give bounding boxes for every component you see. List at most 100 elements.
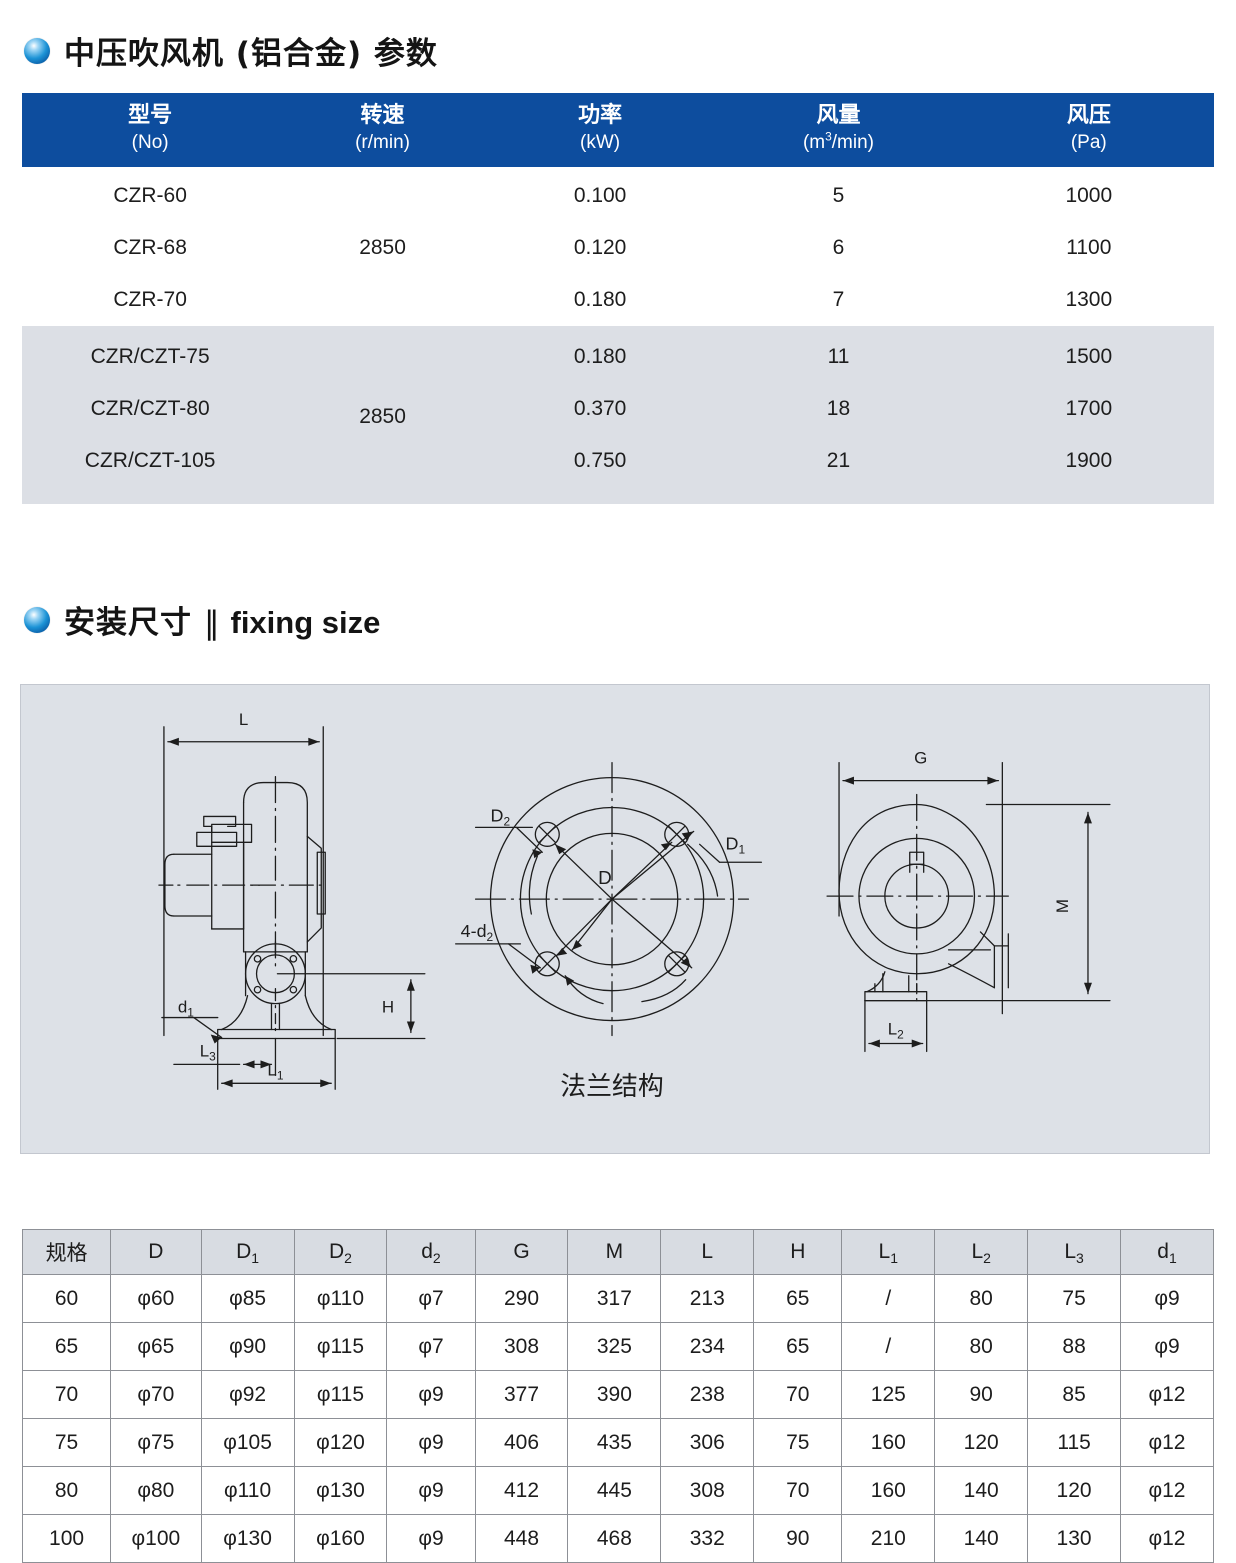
cell-pressure: 1900: [963, 434, 1214, 504]
cell-pressure: 1500: [963, 325, 1214, 383]
cell-pressure: 1300: [963, 273, 1214, 326]
dim-cell-5: 308: [474, 1322, 569, 1371]
dim-cell-1: φ65: [110, 1322, 202, 1371]
dim-cell-4: φ9: [386, 1370, 476, 1419]
cell-power: 0.750: [486, 434, 714, 504]
fixing-section-title-cn: 安装尺寸: [64, 605, 192, 641]
dim-col-header-7: L: [660, 1229, 755, 1275]
dim-col-header-4: d2: [386, 1229, 476, 1275]
spec-col-pressure-cn: 风压: [1066, 103, 1111, 128]
spec-col-speed-cn: 转速: [360, 103, 405, 128]
drawing-front-view: G: [826, 749, 1111, 1053]
dim-cell-9: 160: [841, 1466, 936, 1515]
cell-pressure: 1100: [963, 221, 1214, 274]
dim-col-header-11: L3: [1027, 1229, 1122, 1275]
dim-cell-6: 325: [567, 1322, 662, 1371]
dim-cell-3: φ115: [293, 1370, 388, 1419]
spec-col-power-cn: 功率: [578, 103, 623, 128]
dim-cell-8: 70: [753, 1466, 843, 1515]
dim-cell-10: 120: [934, 1418, 1029, 1467]
cell-model: CZR/CZT-80: [22, 382, 279, 435]
dim-label-L1: L1: [267, 1060, 283, 1082]
dim-label-L3: L3: [200, 1041, 216, 1063]
dim-col-header-10: L2: [934, 1229, 1029, 1275]
cell-power: 0.180: [486, 325, 714, 383]
dim-label-G: G: [914, 749, 927, 768]
dim-cell-2: φ105: [200, 1418, 295, 1467]
dim-cell-1: φ100: [110, 1514, 202, 1563]
dim-cell-8: 75: [753, 1418, 843, 1467]
spec-col-model: 型号 (No): [22, 93, 279, 167]
spec-section-heading: 中压吹风机 (铝合金) 参数: [24, 28, 438, 73]
cell-model: CZR/CZT-75: [22, 325, 279, 383]
flange-caption: 法兰结构: [560, 1072, 664, 1102]
dim-cell-8: 70: [753, 1370, 843, 1419]
dim-label-D1: D1: [726, 833, 746, 856]
dim-cell-12: φ12: [1120, 1466, 1214, 1515]
dim-cell-7: 308: [660, 1466, 755, 1515]
cell-airflow: 18: [713, 382, 964, 435]
subscript: 2: [983, 1250, 991, 1267]
cell-power: 0.370: [486, 382, 714, 435]
dim-cell-11: 120: [1027, 1466, 1122, 1515]
dim-cell-5: 448: [474, 1514, 569, 1563]
dim-cell-10: 80: [934, 1322, 1029, 1371]
dim-cell-6: 468: [567, 1514, 662, 1563]
dim-cell-2: φ110: [200, 1466, 295, 1515]
dim-cell-2: φ90: [200, 1322, 295, 1371]
dim-cell-3: φ110: [293, 1274, 388, 1323]
cell-speed: 2850: [278, 325, 487, 504]
spec-col-model-unit: (No): [131, 132, 169, 154]
dim-label-4-d2: 4-d2: [461, 921, 494, 944]
table-row: CZR-70 0.180 7 1300: [22, 273, 1214, 326]
dim-cell-7: 213: [660, 1274, 755, 1323]
dim-cell-0: 65: [21, 1322, 112, 1371]
dim-cell-11: 115: [1027, 1418, 1122, 1467]
cell-pressure: 1000: [963, 166, 1214, 222]
subscript: 1: [251, 1250, 260, 1267]
dim-cell-6: 390: [567, 1370, 662, 1419]
spec-col-speed: 转速 (r/min): [278, 93, 487, 167]
spec-table-container: 型号 (No) 转速 (r/min) 功率 (kW) 风量 (m3/min): [22, 93, 1214, 504]
dim-col-header-0: 规格: [21, 1229, 112, 1275]
spec-col-power: 功率 (kW): [486, 93, 714, 167]
dim-cell-1: φ60: [110, 1274, 202, 1323]
dim-col-header-5: G: [474, 1229, 569, 1275]
cell-airflow: 11: [713, 325, 964, 383]
dim-label-D2: D2: [491, 805, 511, 828]
cell-power: 0.120: [486, 221, 714, 274]
dim-cell-5: 406: [474, 1418, 569, 1467]
dim-cell-0: 100: [21, 1514, 112, 1563]
dim-cell-1: φ75: [110, 1418, 202, 1467]
dim-cell-7: 234: [660, 1322, 755, 1371]
fixing-size-drawing-panel: L: [20, 684, 1210, 1154]
cell-model: CZR-60: [22, 166, 279, 222]
dim-col-header-6: M: [567, 1229, 662, 1275]
dim-cell-5: 412: [474, 1466, 569, 1515]
dim-cell-6: 435: [567, 1418, 662, 1467]
dim-cell-11: 75: [1027, 1274, 1122, 1323]
cell-model: CZR-70: [22, 273, 279, 326]
blue-sphere-bullet-icon: [24, 606, 50, 633]
dim-cell-11: 130: [1027, 1514, 1122, 1563]
dim-cell-6: 445: [567, 1466, 662, 1515]
dim-cell-9: 210: [841, 1514, 936, 1563]
table-row: CZR/CZT-80 0.370 18 1700: [22, 382, 1214, 435]
dim-cell-3: φ115: [293, 1322, 388, 1371]
dim-cell-12: φ9: [1120, 1322, 1214, 1371]
dim-cell-9: /: [841, 1274, 936, 1323]
spec-col-pressure-unit: (Pa): [1070, 132, 1107, 154]
dim-cell-1: φ70: [110, 1370, 202, 1419]
dim-cell-8: 65: [753, 1274, 843, 1323]
dim-col-header-3: D2: [293, 1229, 388, 1275]
dim-cell-4: φ9: [386, 1418, 476, 1467]
cell-model: CZR-68: [22, 221, 279, 274]
dim-cell-6: 317: [567, 1274, 662, 1323]
dim-cell-5: 377: [474, 1370, 569, 1419]
dim-cell-10: 90: [934, 1370, 1029, 1419]
dim-cell-8: 90: [753, 1514, 843, 1563]
subscript: 2: [432, 1250, 441, 1267]
